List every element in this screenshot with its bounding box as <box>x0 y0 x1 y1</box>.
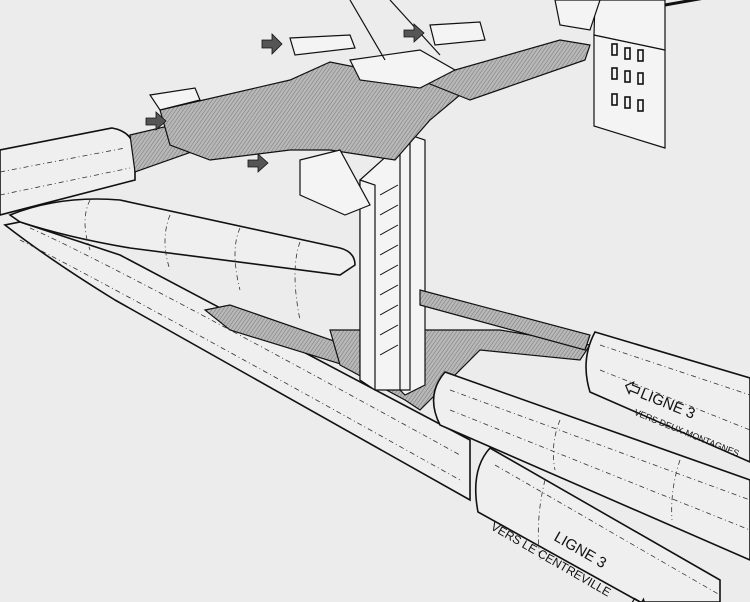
vertical-shaft <box>359 134 426 396</box>
mezzanine <box>148 21 591 216</box>
entrance-arrow-icon <box>145 23 425 173</box>
street-edges <box>349 0 441 61</box>
corridor-right <box>419 289 591 351</box>
tunnel-middle <box>432 371 750 561</box>
direction-arrow-icon <box>624 381 641 395</box>
tunnel-centreville <box>474 446 721 602</box>
track-tunnels-left <box>3 198 471 502</box>
building <box>554 0 702 149</box>
tunnel-deux-montagnes <box>585 331 750 463</box>
